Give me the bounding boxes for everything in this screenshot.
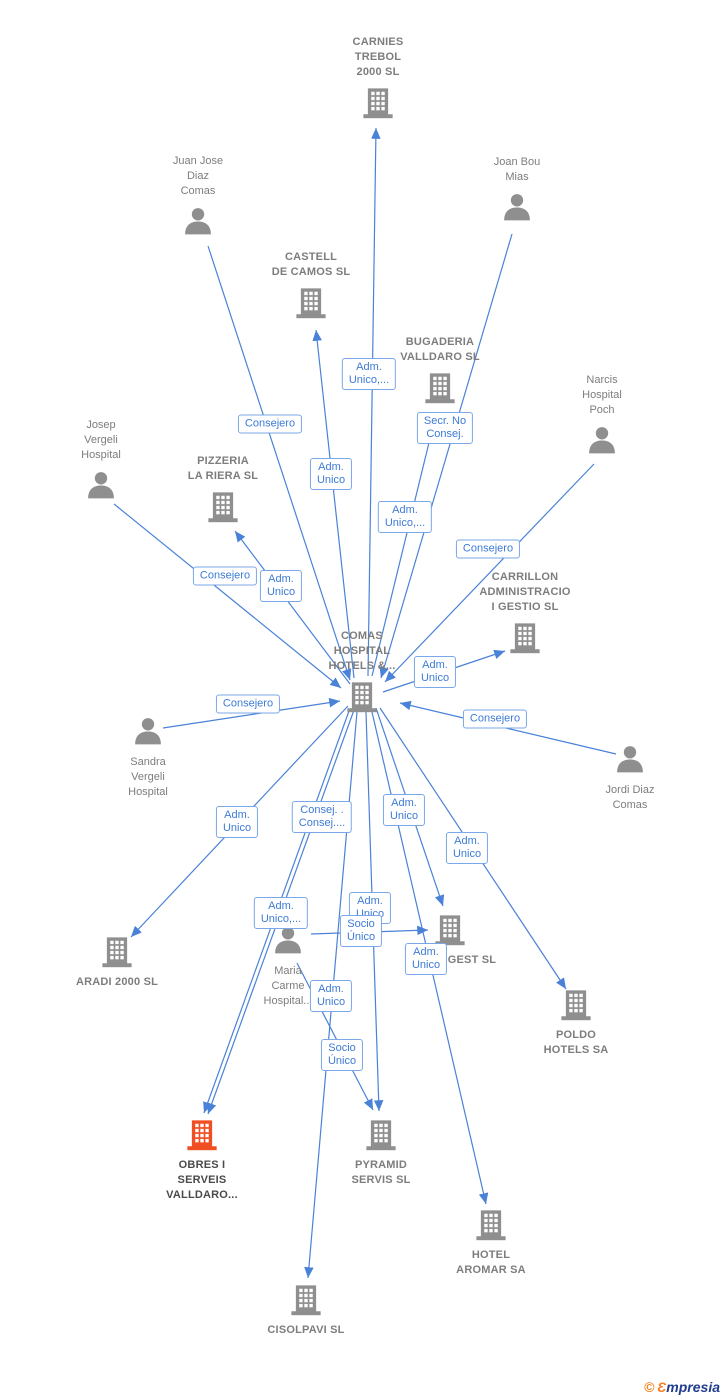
edge-line-jordi-comas (399, 700, 617, 755)
brand-name: mpresia (666, 1379, 720, 1395)
person-icon (182, 206, 215, 239)
edge-label-comas-obres-1[interactable]: Consej. .Consej.... (291, 801, 353, 833)
person-icon (586, 425, 619, 458)
building-icon (558, 987, 594, 1023)
edge-label-comas-gest[interactable]: Adm.Unico (382, 794, 426, 826)
building-icon (205, 489, 241, 525)
building-icon (360, 85, 396, 121)
building-icon (432, 912, 468, 948)
person-icon (85, 470, 118, 503)
edge-label-comas-pizzeria[interactable]: Adm.Unico (259, 570, 303, 602)
building-icon (344, 679, 380, 715)
edge-line-comas-castell (312, 329, 355, 679)
edge-line-narcis-comas (384, 463, 595, 683)
edge-label-narcis-comas[interactable]: Consejero (455, 539, 521, 559)
edge-label-comas-cisolpavi[interactable]: Adm.Unico (309, 980, 353, 1012)
edge-line-comas-pizzeria (234, 530, 351, 685)
edge-line-comas-bugaderia (371, 413, 439, 677)
edge-line-josep-comas (113, 503, 342, 689)
person-icon (614, 744, 647, 777)
edge-label-josep-comas[interactable]: Consejero (192, 566, 258, 586)
edge-label-sandra-comas[interactable]: Consejero (215, 694, 281, 714)
building-icon (422, 370, 458, 406)
edge-line-joanbou-comas (379, 233, 513, 679)
edge-label-comas-poldo[interactable]: Adm.Unico (445, 832, 489, 864)
edge-label-jordi-comas[interactable]: Consejero (462, 709, 528, 729)
edge-label-comas-bugaderia[interactable]: Adm.Unico,... (377, 501, 433, 533)
building-icon (293, 285, 329, 321)
brand-initial-icon: Ɛ (657, 1379, 667, 1395)
building-icon (184, 1117, 220, 1153)
edge-label-comas-carnies[interactable]: Adm.Unico,... (341, 358, 397, 390)
building-icon (363, 1117, 399, 1153)
building-icon (473, 1207, 509, 1243)
edge-label-comas-aradi[interactable]: Adm.Unico (215, 806, 259, 838)
edge-label-juanjose-comas[interactable]: Consejero (237, 414, 303, 434)
edge-line-juanjose-comas (207, 245, 352, 681)
edge-line-mariacarme-pyramid (296, 962, 374, 1111)
empresia-watermark[interactable]: ©Ɛmpresia (644, 1379, 720, 1395)
person-icon (501, 192, 534, 225)
node-label-gest: GEST SL (447, 954, 497, 966)
building-icon (507, 620, 543, 656)
building-icon (99, 934, 135, 970)
person-icon (132, 716, 165, 749)
edge-line-sandra-comas (162, 697, 341, 729)
node-label-aradi: ARADI 2000 SL (75, 976, 159, 988)
edge-label-comas-aromar[interactable]: Adm.Unico (404, 943, 448, 975)
node-label-cisolpavi: CISOLPAVI SL (267, 1324, 345, 1336)
building-icon (288, 1282, 324, 1318)
edge-label-comas-castell[interactable]: Adm.Unico (309, 458, 353, 490)
copyright-symbol: © (643, 1379, 655, 1395)
person-icon (272, 925, 305, 958)
edge-label-comas-obres-2[interactable]: Adm.Unico,... (253, 897, 309, 929)
edge-label-comas-carrillon[interactable]: Adm.Unico (413, 656, 457, 688)
edge-line-comas-carnies (367, 127, 381, 677)
